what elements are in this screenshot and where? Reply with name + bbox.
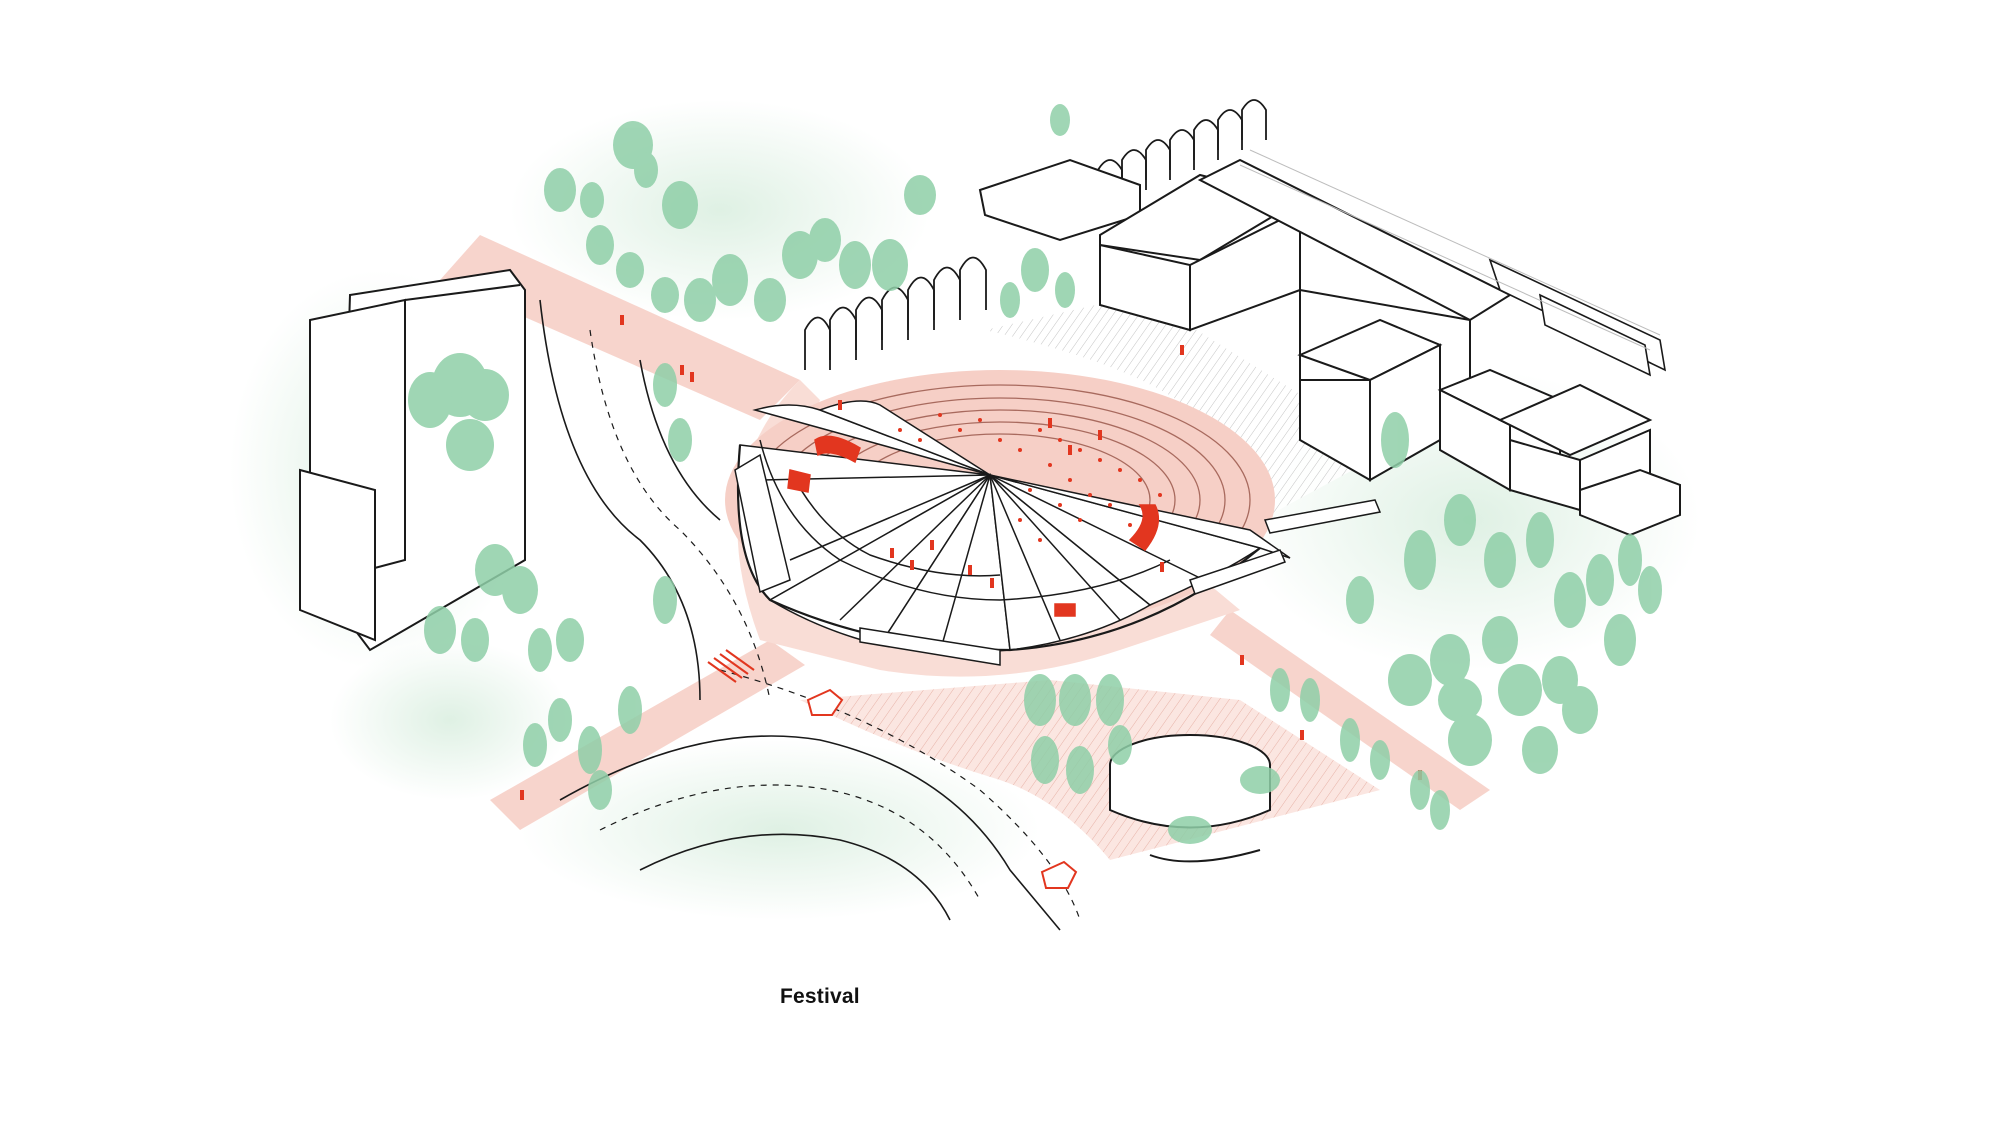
train	[1239, 149, 1667, 377]
station-building	[978, 158, 1681, 537]
cars	[806, 688, 1078, 889]
crosswalk	[707, 649, 755, 683]
crowd	[898, 413, 1162, 542]
festival-canopy	[734, 400, 1382, 666]
diagram-caption: Festival	[780, 985, 860, 1008]
trees	[408, 104, 1662, 844]
people	[520, 315, 1422, 800]
rotunda-pavilion	[1109, 734, 1271, 863]
